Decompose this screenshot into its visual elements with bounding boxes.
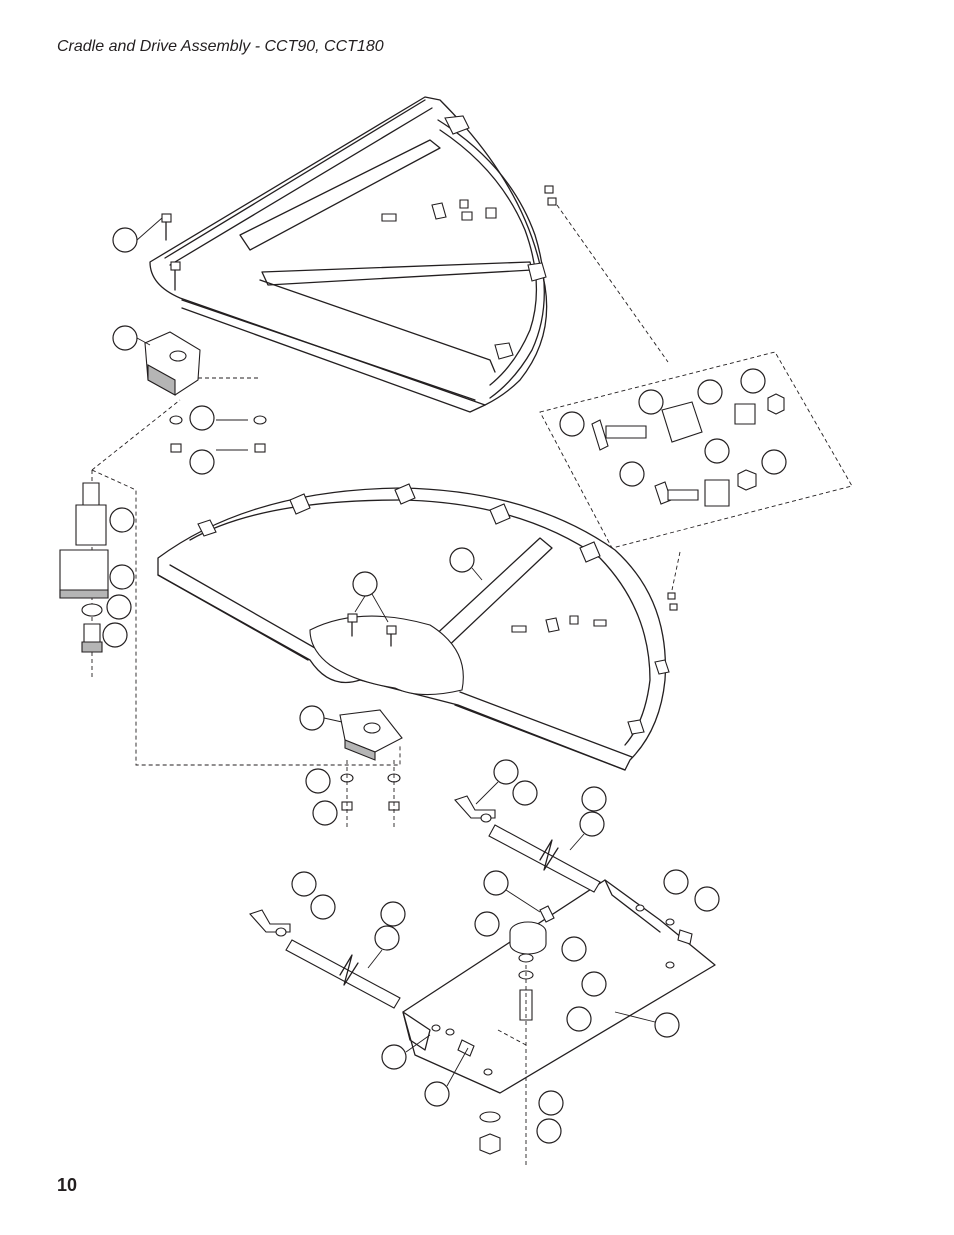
callout-2 [113, 326, 150, 350]
callout-31 [562, 937, 586, 961]
lower-pivot-block [340, 710, 402, 830]
callout-6 [110, 565, 134, 589]
lower-cradle-frame [158, 484, 669, 770]
callout-29 [484, 871, 540, 912]
callout-26 [311, 895, 335, 919]
callout-20 [313, 801, 337, 825]
callout-12 [741, 369, 765, 393]
callout-4 [190, 450, 214, 474]
callout-27 [381, 902, 405, 926]
callout-17 [353, 572, 388, 622]
callout-34 [615, 1012, 679, 1037]
callout-39 [539, 1091, 563, 1115]
callout-37 [382, 1035, 430, 1069]
upper-cradle-frame [150, 97, 547, 412]
callout-14 [705, 439, 729, 463]
callout-19 [306, 769, 330, 793]
callout-9 [560, 412, 584, 436]
drive-shafts [250, 796, 600, 1008]
callout-13 [620, 462, 644, 486]
callout-33 [567, 1007, 591, 1031]
callout-16 [450, 548, 482, 580]
callout-22 [513, 781, 537, 805]
drive-base-plate [403, 880, 715, 1093]
upper-pivot-block [145, 332, 260, 395]
callout-21 [476, 760, 518, 804]
callout-32 [582, 972, 606, 996]
callout-3 [190, 406, 214, 430]
page-number: 10 [57, 1175, 77, 1196]
upper-washer-nut-set [170, 416, 266, 452]
callout-25 [292, 872, 316, 896]
callout-30 [475, 912, 499, 936]
callout-7 [107, 595, 131, 619]
callout-38 [425, 1048, 468, 1106]
callout-40 [537, 1119, 561, 1143]
callout-28 [368, 926, 399, 968]
callout-18 [300, 706, 342, 730]
callout-36 [695, 887, 719, 911]
upper-mount-bolts [162, 214, 180, 290]
callout-8 [103, 623, 127, 647]
callout-35 [664, 870, 688, 894]
callout-10 [639, 390, 663, 414]
callout-15 [762, 450, 786, 474]
callout-11 [698, 380, 722, 404]
callout-24 [570, 812, 604, 850]
callout-1 [113, 218, 162, 252]
callout-5 [110, 508, 134, 532]
callout-23 [582, 787, 606, 811]
